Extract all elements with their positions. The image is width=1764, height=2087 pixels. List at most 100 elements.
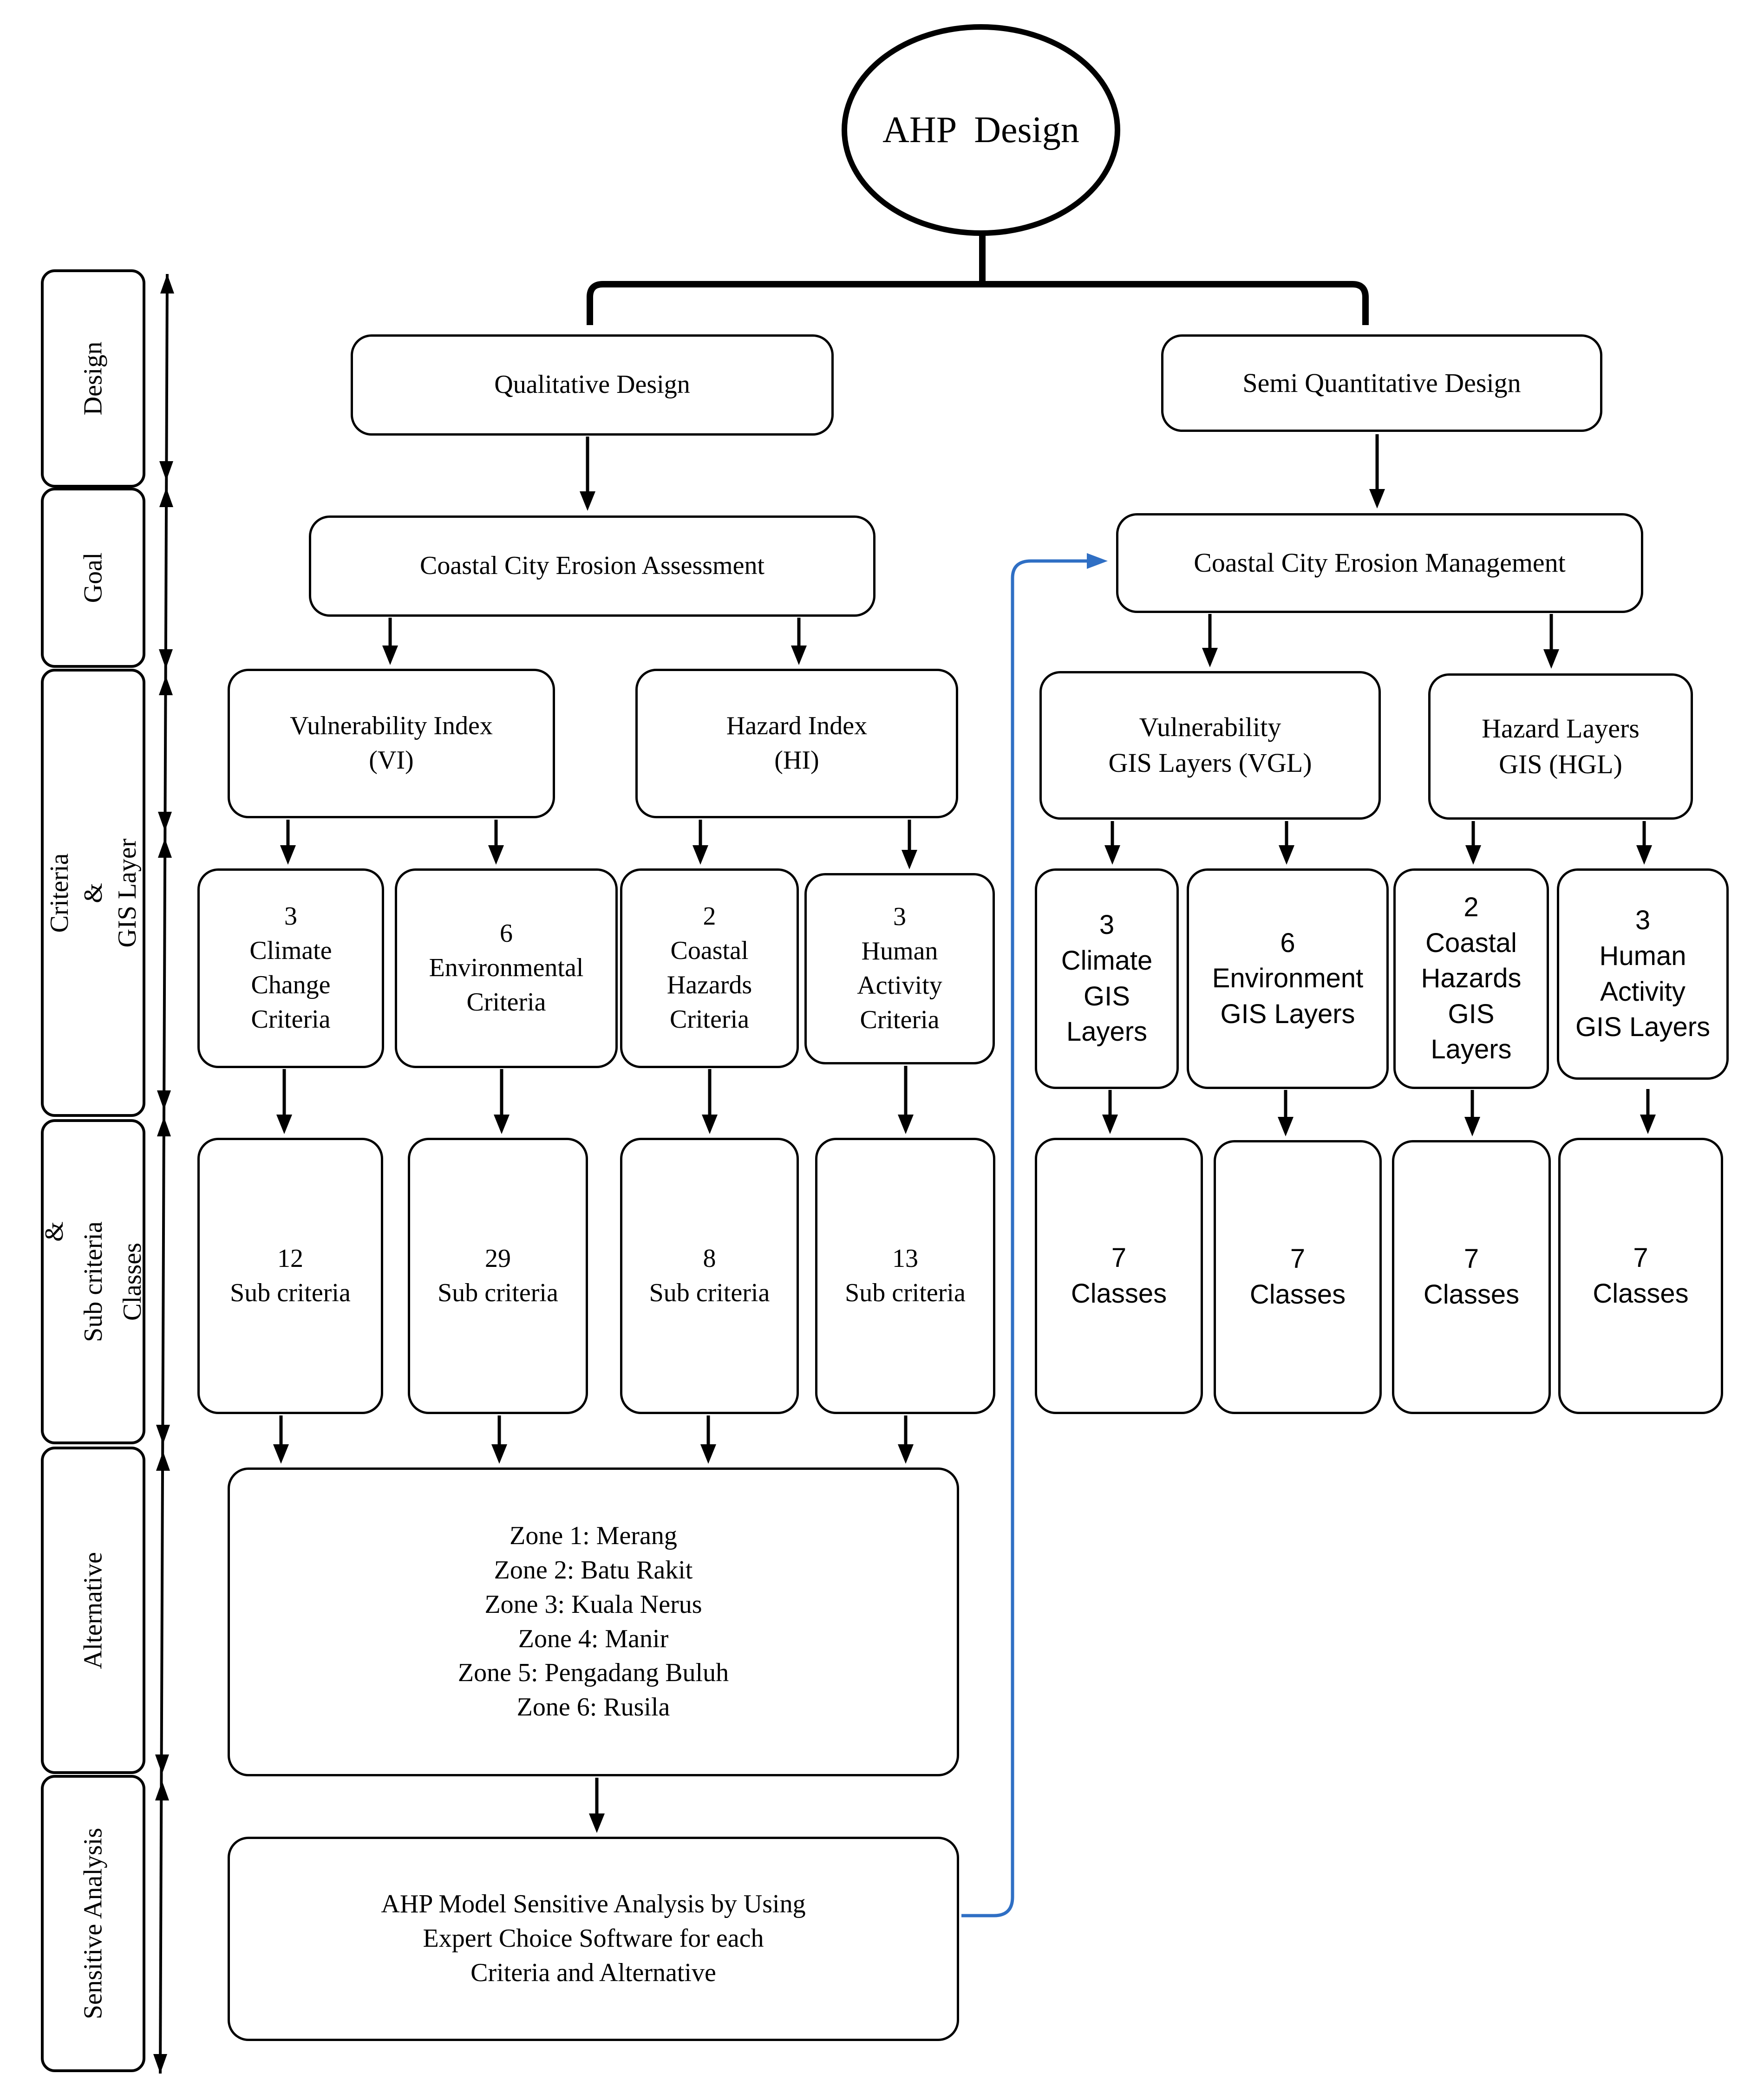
subcriteria-box-2: 29 Sub criteria	[408, 1138, 588, 1414]
root-node: AHP Design	[842, 24, 1120, 236]
classes-box-2: 7 Classes	[1214, 1140, 1382, 1414]
feedback-link-arrowhead	[1087, 553, 1108, 569]
flow-arrow-head-20	[1278, 1117, 1294, 1136]
subcriteria-3-label: Sub criteria	[649, 1278, 770, 1307]
hgl-line-2: GIS (HGL)	[1499, 749, 1622, 779]
vgl-line-2: GIS Layers (VGL)	[1108, 748, 1312, 778]
classes-1-count: 7	[1111, 1242, 1127, 1273]
criteria-4-line-1: 3	[893, 902, 906, 932]
flow-arrow-head-8	[488, 845, 504, 865]
vgl-box: Vulnerability GIS Layers (VGL)	[1039, 671, 1381, 820]
layers-2-line-1: 6	[1280, 927, 1295, 958]
classes-box-3: 7 Classes	[1392, 1140, 1551, 1414]
semi-quantitative-design-box: Semi Quantitative Design	[1161, 334, 1602, 432]
assessment-goal-box: Coastal City Erosion Assessment	[309, 515, 875, 617]
flow-arrow-head-13	[1465, 845, 1481, 865]
layers-4-line-3: Activity	[1600, 976, 1686, 1007]
flow-arrow-head-27	[589, 1813, 605, 1833]
layers-3-line-1: 2	[1463, 892, 1479, 923]
environment-gis-layers-box: 6 Environment GIS Layers	[1187, 868, 1389, 1089]
climate-change-criteria-box: 3 Climate Change Criteria	[197, 868, 384, 1068]
sidebar-subcriteria-line-1: &	[39, 1221, 69, 1242]
sidebar-goal-label: Goal	[78, 552, 108, 603]
layers-2-line-2: Environment	[1212, 963, 1364, 994]
sidebar-sensitive: Sensitive Analysis	[41, 1775, 145, 2072]
flow-arrow-head-9	[693, 845, 708, 865]
flow-arrow-head-10	[902, 850, 917, 869]
criteria-1-line-3: Change	[251, 971, 331, 999]
criteria-3-line-2: Coastal	[670, 936, 749, 965]
coastal-hazards-gis-layers-box: 2 Coastal Hazards GIS Layers	[1393, 868, 1549, 1089]
flow-arrow-head-11	[1104, 845, 1120, 865]
hgl-line-1: Hazard Layers	[1482, 713, 1640, 743]
sidebar-sensitive-label: Sensitive Analysis	[78, 1827, 108, 2020]
flow-arrow-head-25	[700, 1444, 716, 1464]
hi-line-2: (HI)	[774, 746, 819, 775]
flow-arrow-head-17	[702, 1115, 718, 1134]
subcriteria-box-3: 8 Sub criteria	[620, 1138, 799, 1414]
sensitive-line-2: Expert Choice Software for each	[423, 1924, 764, 1953]
hazard-index-box: Hazard Index (HI)	[635, 669, 958, 818]
zone-3: Zone 3: Kuala Nerus	[484, 1590, 702, 1619]
criteria-3-line-1: 2	[703, 902, 716, 931]
feedback-link	[961, 559, 1087, 1917]
flow-arrow-head-4	[791, 646, 807, 665]
sidebar-arrowheads	[153, 274, 174, 2074]
vi-line-1: Vulnerability Index	[290, 711, 493, 741]
flow-arrow-head-22	[1640, 1115, 1656, 1134]
flow-arrow-head-2	[1369, 489, 1385, 509]
semi-design-label: Semi Quantitative Design	[1242, 367, 1521, 398]
classes-4-count: 7	[1633, 1242, 1648, 1273]
sidebar-alternative: Alternative	[41, 1447, 145, 1774]
flow-arrow-head-6	[1543, 649, 1559, 669]
classes-3-label: Classes	[1423, 1279, 1520, 1310]
criteria-1-line-4: Criteria	[251, 1004, 331, 1034]
vulnerability-index-box: Vulnerability Index (VI)	[228, 669, 555, 818]
layers-1-line-4: Layers	[1066, 1017, 1148, 1047]
flow-arrow-head-15	[276, 1115, 292, 1134]
classes-2-count: 7	[1290, 1244, 1306, 1274]
vgl-line-1: Vulnerability	[1139, 712, 1281, 743]
classes-2-label: Classes	[1249, 1279, 1346, 1310]
layers-3-line-5: Layers	[1431, 1034, 1512, 1065]
criteria-4-line-3: Activity	[857, 971, 942, 1000]
sensitive-analysis-box: AHP Model Sensitive Analysis by Using Ex…	[228, 1837, 959, 2041]
zone-5: Zone 5: Pengadang Buluh	[457, 1658, 729, 1688]
sidebar-criteria-label: Criteria & GIS Layer	[42, 838, 144, 947]
sidebar-subcriteria-line-2: Sub criteria	[78, 1221, 108, 1342]
criteria-4-line-2: Human	[861, 937, 938, 966]
sidebar-subcriteria-label: & Sub criteria Classes	[35, 1221, 152, 1342]
flow-arrow-head-5	[1202, 648, 1218, 667]
zone-2: Zone 2: Batu Rakit	[494, 1555, 693, 1585]
flow-arrow-head-19	[1102, 1115, 1118, 1134]
layers-3-line-4: GIS	[1448, 998, 1495, 1029]
flow-arrow-head-24	[491, 1444, 507, 1464]
criteria-2-line-3: Criteria	[466, 987, 546, 1017]
sidebar-axis	[159, 274, 169, 2074]
vi-line-2: (VI)	[369, 746, 414, 775]
sidebar-design-label: Design	[78, 341, 108, 416]
qualitative-design-label: Qualitative Design	[494, 370, 690, 399]
flow-arrow-head-26	[898, 1444, 914, 1464]
layers-1-line-2: Climate	[1061, 945, 1153, 976]
flow-arrows	[273, 434, 1656, 1833]
classes-box-4: 7 Classes	[1558, 1138, 1723, 1414]
criteria-2-line-1: 6	[500, 919, 513, 948]
zone-6: Zone 6: Rusila	[516, 1693, 670, 1722]
sidebar-design: Design	[41, 269, 145, 488]
layers-4-line-4: GIS Layers	[1575, 1012, 1711, 1043]
subcriteria-1-label: Sub criteria	[230, 1278, 351, 1307]
zone-1: Zone 1: Merang	[510, 1521, 677, 1550]
sidebar-subcriteria-line-3: Classes	[118, 1243, 147, 1321]
root-connector	[587, 235, 1369, 325]
criteria-3-line-4: Criteria	[669, 1004, 750, 1034]
flow-arrow-head-3	[382, 646, 398, 665]
hi-line-1: Hazard Index	[726, 711, 868, 741]
flow-arrow-head-12	[1279, 845, 1294, 865]
subcriteria-4-count: 13	[892, 1244, 918, 1273]
zone-4: Zone 4: Manir	[518, 1624, 669, 1653]
sidebar-criteria-line-2: &	[78, 882, 108, 903]
sidebar-criteria: Criteria & GIS Layer	[41, 669, 145, 1117]
human-activity-gis-layers-box: 3 Human Activity GIS Layers	[1557, 868, 1729, 1080]
